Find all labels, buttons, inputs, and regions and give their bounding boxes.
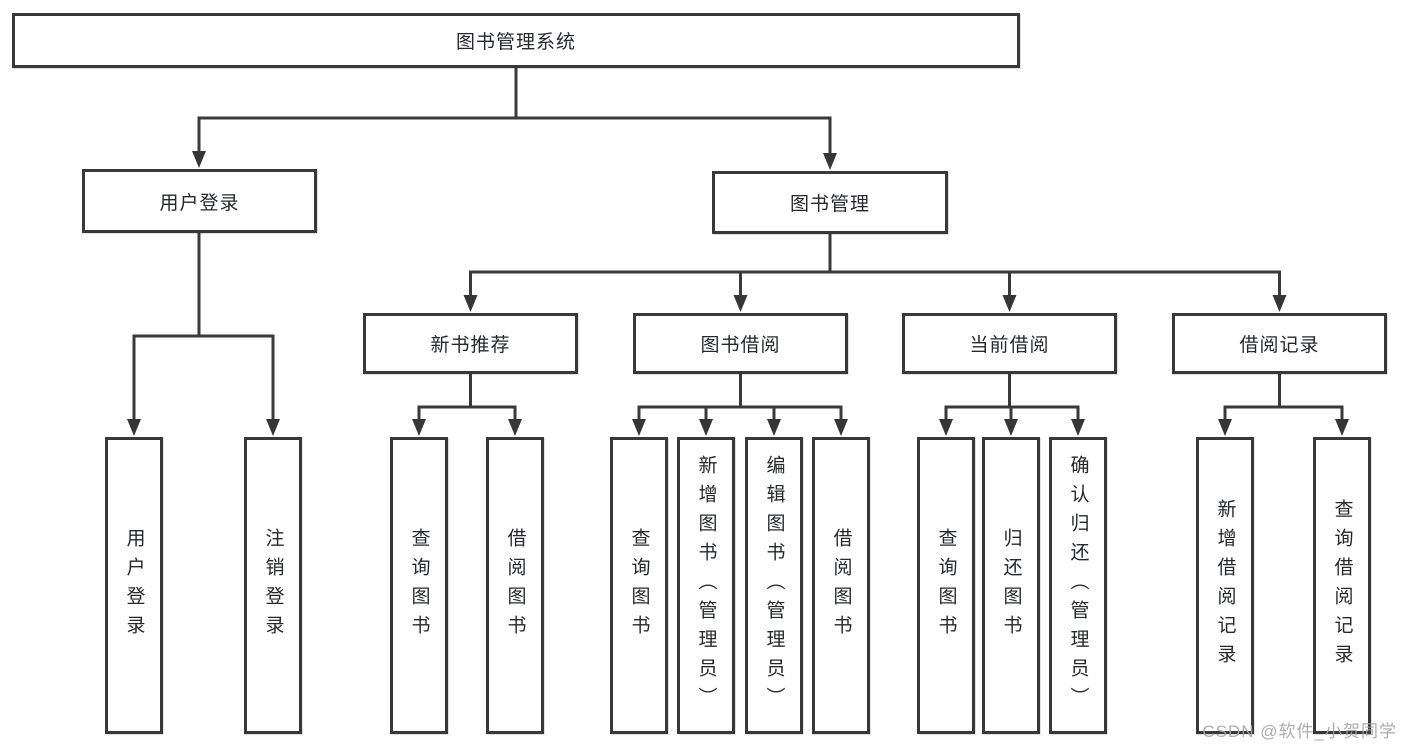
leaf-query-borrow-record: 查询借阅记录 — [1313, 437, 1371, 734]
branch-book-borrow — [632, 374, 848, 436]
node-library-management-system: 图书管理系统 — [12, 13, 1020, 68]
leaf-label: 编辑图书（管理员） — [763, 455, 785, 716]
node-borrow-records: 借阅记录 — [1172, 313, 1387, 374]
leaf-confirm-return-admin: 确认归还（管理员） — [1049, 437, 1107, 734]
node-label: 借阅记录 — [1239, 335, 1320, 356]
node-user-login: 用户登录 — [82, 169, 317, 233]
csdn-watermark: CSDN @软件_小贺同学 — [1202, 722, 1397, 741]
node-label: 图书管理系统 — [455, 32, 576, 53]
leaf-label: 注销登录 — [262, 527, 284, 644]
leaf-borrow-books-recommend: 借阅图书 — [486, 437, 544, 734]
node-label: 用户登录 — [159, 192, 240, 214]
leaf-label: 新增借阅记录 — [1214, 498, 1236, 673]
leaf-label: 借阅图书 — [830, 527, 852, 644]
node-book-borrow: 图书借阅 — [633, 313, 848, 374]
node-label: 图书管理 — [789, 194, 870, 215]
leaf-label: 归还图书 — [1000, 527, 1022, 644]
node-label: 图书借阅 — [700, 335, 781, 356]
branch-user-login — [127, 233, 280, 436]
leaf-label: 借阅图书 — [504, 527, 526, 644]
leaf-return-books: 归还图书 — [982, 437, 1040, 734]
leaf-borrow-books: 借阅图书 — [812, 437, 870, 734]
branch-current-borrow — [939, 374, 1085, 436]
node-book-management: 图书管理 — [712, 171, 948, 234]
branch-root — [192, 68, 837, 170]
leaf-edit-books-admin: 编辑图书（管理员） — [745, 437, 803, 734]
branch-borrow-records — [1218, 374, 1349, 436]
leaf-label: 确认归还（管理员） — [1067, 455, 1089, 716]
leaf-query-books-current: 查询图书 — [917, 437, 975, 734]
leaf-query-books-recommend: 查询图书 — [390, 437, 448, 734]
leaf-label: 查询借阅记录 — [1331, 498, 1353, 673]
leaf-label: 新增图书（管理员） — [695, 455, 717, 716]
leaf-query-books-borrow: 查询图书 — [610, 437, 668, 734]
leaf-user-login: 用户登录 — [105, 437, 163, 734]
branch-new-book-recommend — [412, 374, 522, 436]
node-label: 当前借阅 — [969, 335, 1050, 356]
leaf-label: 查询图书 — [935, 527, 957, 644]
node-new-book-recommend: 新书推荐 — [363, 313, 578, 374]
leaf-add-borrow-record: 新增借阅记录 — [1196, 437, 1254, 734]
leaf-label: 用户登录 — [123, 527, 145, 644]
branch-book-management — [463, 234, 1287, 312]
leaf-add-books-admin: 新增图书（管理员） — [677, 437, 735, 734]
leaf-logout: 注销登录 — [244, 437, 302, 734]
node-label: 新书推荐 — [430, 335, 511, 356]
leaf-label: 查询图书 — [408, 527, 430, 644]
node-current-borrow: 当前借阅 — [902, 313, 1117, 374]
leaf-label: 查询图书 — [628, 527, 650, 644]
